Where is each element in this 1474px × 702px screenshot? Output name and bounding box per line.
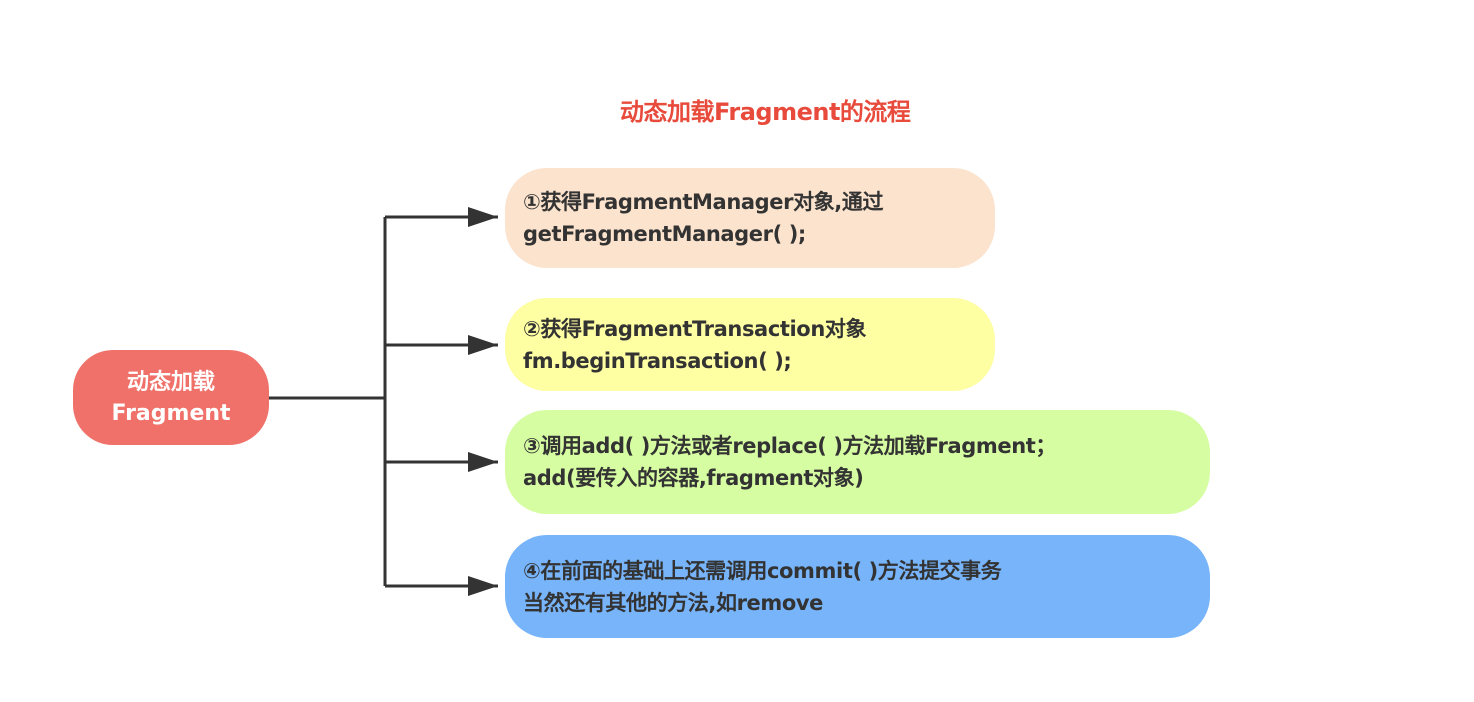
- root-node-label-line1: 动态加载: [126, 369, 215, 395]
- step-2-line1: ②获得FragmentTransaction对象: [523, 316, 867, 341]
- step-3-line2: add(要传入的容器,fragment对象): [523, 466, 864, 490]
- arrowhead-step-1: [468, 207, 498, 227]
- step-3-node: ③调用add( )方法或者replace( )方法加载Fragment； add…: [505, 410, 1210, 514]
- step-4-line2: 当然还有其他的方法,如remove: [523, 590, 824, 615]
- step-1-node: ①获得FragmentManager对象,通过 getFragmentManag…: [505, 168, 995, 268]
- root-node-label-line2: Fragment: [111, 400, 231, 426]
- step-4-line1: ④在前面的基础上还需调用commit( )方法提交事务: [523, 558, 1002, 583]
- arrowhead-step-2: [468, 335, 498, 355]
- step-3-line1: ③调用add( )方法或者replace( )方法加载Fragment；: [523, 434, 1056, 458]
- arrowhead-step-4: [468, 576, 498, 596]
- step-2-node: ②获得FragmentTransaction对象 fm.beginTransac…: [505, 298, 995, 391]
- arrowhead-step-3: [468, 452, 498, 472]
- step-2-line2: fm.beginTransaction( );: [523, 348, 792, 373]
- diagram-title: 动态加载Fragment的流程: [620, 98, 911, 126]
- step-1-line1: ①获得FragmentManager对象,通过: [523, 190, 884, 214]
- step-1-line2: getFragmentManager( );: [523, 222, 806, 246]
- step-4-node: ④在前面的基础上还需调用commit( )方法提交事务 当然还有其他的方法,如r…: [505, 535, 1210, 638]
- root-node: 动态加载 Fragment: [73, 350, 269, 445]
